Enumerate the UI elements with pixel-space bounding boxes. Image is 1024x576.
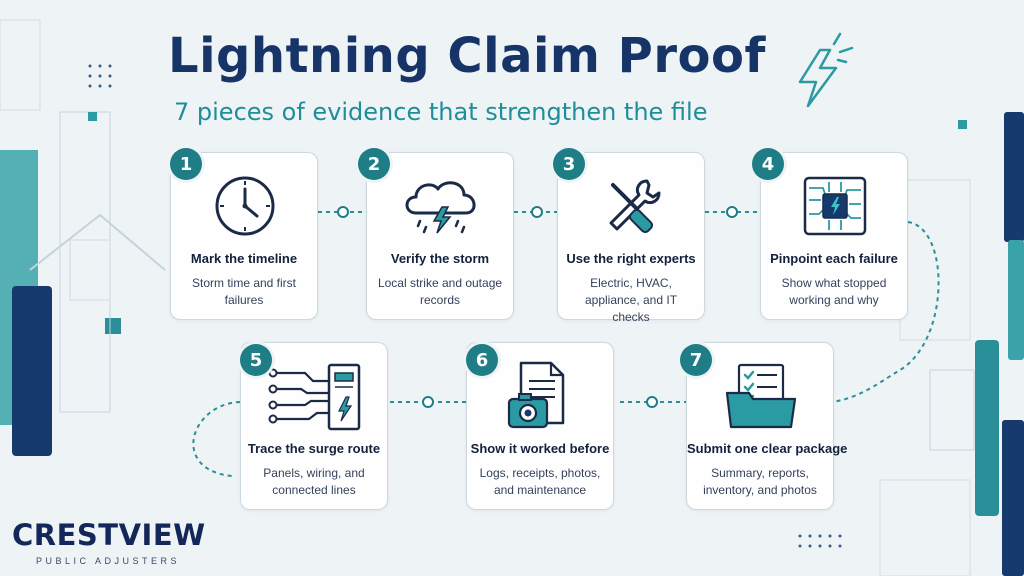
step-number-badge-5: 5 — [240, 344, 272, 376]
step-card-4: Pinpoint each failure Show what stopped … — [760, 152, 908, 320]
step-description: Logs, receipts, photos, and maintenance — [479, 466, 601, 497]
page-subtitle: 7 pieces of evidence that strengthen the… — [174, 98, 708, 126]
step-title: Show it worked before — [470, 441, 610, 456]
step-title: Mark the timeline — [190, 251, 298, 266]
step-number-badge-6: 6 — [466, 344, 498, 376]
page-title: Lightning Claim Proof — [168, 28, 766, 84]
step-title: Pinpoint each failure — [770, 251, 898, 266]
brand-logo-name: CRESTVIEW — [12, 518, 206, 552]
circuit-chip-icon — [803, 176, 867, 236]
step-title: Submit one clear package — [687, 441, 848, 456]
lightning-bolt-icon — [798, 32, 854, 108]
step-title: Verify the storm — [390, 251, 490, 266]
brand-tagline: PUBLIC ADJUSTERS — [36, 556, 181, 566]
step-number-badge-1: 1 — [170, 148, 202, 180]
step-card-1: Mark the timeline Storm time and first f… — [170, 152, 318, 320]
step-description: Show what stopped working and why — [781, 276, 887, 307]
step-description: Summary, reports, inventory, and photos — [703, 466, 817, 497]
clock-icon — [215, 176, 275, 236]
document-camera-icon — [507, 361, 565, 429]
step-number-badge-2: 2 — [358, 148, 390, 180]
step-card-7: Submit one clear package Summary, report… — [686, 342, 848, 510]
step-description: Electric, HVAC, appliance, and IT checks — [584, 276, 678, 324]
electrical-panel-icon — [268, 363, 361, 431]
step-number-badge-3: 3 — [553, 148, 585, 180]
step-number-badge-7: 7 — [680, 344, 712, 376]
step-title: Use the right experts — [566, 251, 696, 266]
folder-checklist-icon — [725, 363, 797, 429]
step-number-badge-4: 4 — [752, 148, 784, 180]
step-card-2: Verify the storm Local strike and outage… — [366, 152, 514, 320]
tools-icon — [609, 179, 661, 234]
step-title: Trace the surge route — [247, 441, 381, 456]
step-card-3: Use the right experts Electric, HVAC, ap… — [557, 152, 705, 324]
step-description: Panels, wiring, and connected lines — [263, 466, 365, 497]
step-description: Storm time and first failures — [191, 276, 297, 307]
storm-cloud-icon — [405, 181, 476, 234]
step-description: Local strike and outage records — [377, 276, 503, 307]
step-card-6: Show it worked before Logs, receipts, ph… — [466, 342, 614, 510]
